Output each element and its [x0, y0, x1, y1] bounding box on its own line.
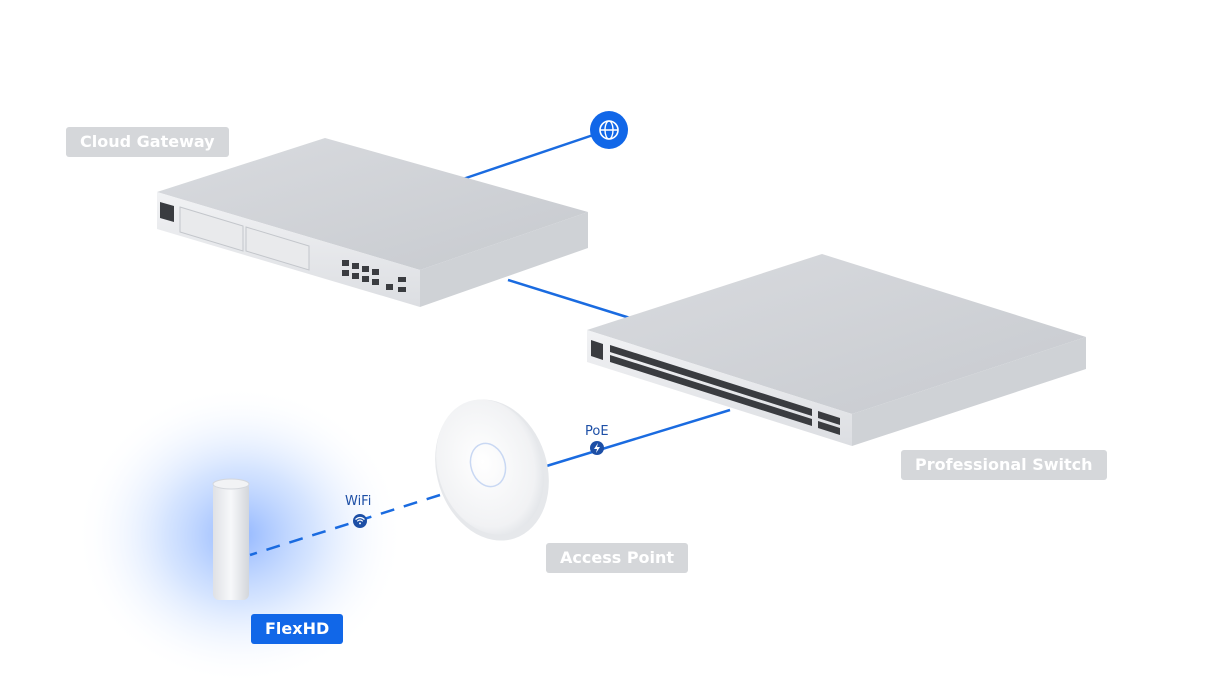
professional-switch-label: Professional Switch	[901, 450, 1107, 480]
internet-link	[459, 128, 609, 182]
cloud-gateway-label: Cloud Gateway	[66, 127, 229, 157]
gateway-switch-link	[507, 278, 631, 320]
poe-link-label: PoE	[585, 424, 609, 439]
globe-icon	[590, 111, 628, 149]
cloud-gateway-device	[157, 138, 588, 307]
professional-switch-device	[587, 254, 1086, 446]
poe-link	[539, 408, 731, 470]
lightning-icon	[590, 441, 604, 455]
access-point-label: Access Point	[546, 543, 689, 573]
wifi-link	[249, 493, 441, 557]
flexhd-device	[212, 478, 250, 600]
wifi-icon	[353, 514, 367, 528]
flexhd-label: FlexHD	[251, 614, 344, 644]
access-point-device	[435, 399, 549, 541]
wifi-link-label: WiFi	[345, 494, 372, 509]
